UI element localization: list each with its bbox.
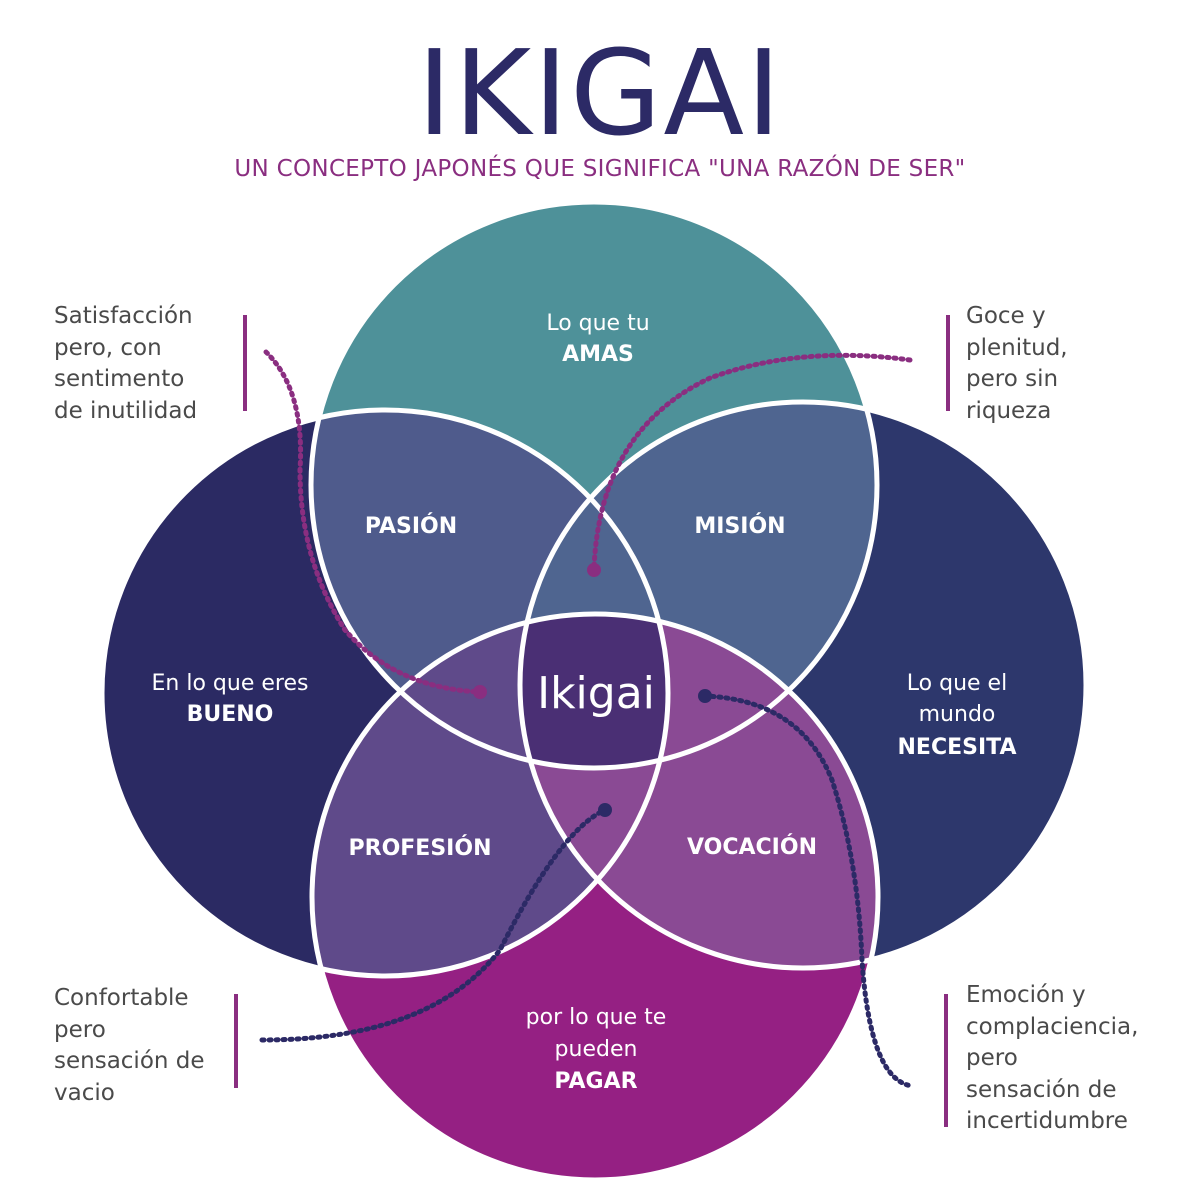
label-world-line3: NECESITA bbox=[898, 735, 1017, 760]
label-paid-line2: pueden bbox=[555, 1037, 638, 1062]
page-title: IKIGAI bbox=[417, 24, 783, 162]
note-line: de inutilidad bbox=[54, 397, 198, 424]
note-bar bbox=[944, 994, 948, 1127]
note-line: pero bbox=[54, 1016, 106, 1043]
circle-outlines bbox=[99, 199, 1089, 1183]
note-line: Confortable bbox=[54, 985, 189, 1011]
note-bar bbox=[234, 994, 238, 1088]
note-bar bbox=[946, 315, 950, 411]
note-bottom-right: Emoción y complaciencia, pero sensación … bbox=[966, 980, 1138, 1138]
label-mision: MISIÓN bbox=[694, 513, 785, 539]
label-world-line2: mundo bbox=[919, 702, 996, 727]
label-paid-line1: por lo que te bbox=[526, 1005, 667, 1030]
note-line: vacio bbox=[54, 1079, 115, 1106]
label-love-line2: AMAS bbox=[562, 342, 634, 367]
label-love-line1: Lo que tu bbox=[546, 311, 649, 336]
note-bottom-left: Confortable pero sensación de vacio bbox=[54, 983, 205, 1109]
note-line: plenitud, bbox=[966, 334, 1068, 361]
label-world-line1: Lo que el bbox=[907, 671, 1007, 696]
connector-dot bbox=[698, 689, 712, 703]
label-good-line2: BUENO bbox=[187, 702, 274, 727]
note-line: Satisfacción bbox=[54, 303, 193, 329]
connectors bbox=[259, 349, 915, 1089]
label-good-line1: En lo que eres bbox=[152, 671, 309, 696]
note-top-left: Satisfacción pero, con sentimento de inu… bbox=[54, 301, 197, 427]
note-line: pero sin bbox=[966, 366, 1059, 392]
note-line: riqueza bbox=[966, 397, 1052, 424]
note-line: pero, con bbox=[54, 334, 162, 361]
label-ikigai-center: Ikigai bbox=[537, 668, 655, 719]
label-vocacion: VOCACIÓN bbox=[687, 834, 817, 860]
label-paid-line3: PAGAR bbox=[554, 1069, 637, 1094]
note-line: sensación de bbox=[54, 1048, 205, 1074]
label-profesion: PROFESIÓN bbox=[349, 835, 492, 861]
connector-top-left bbox=[263, 349, 483, 695]
connector-top-right bbox=[591, 352, 913, 571]
connector-dot bbox=[587, 563, 601, 577]
note-line: complaciencia, bbox=[966, 1013, 1139, 1040]
note-bar bbox=[243, 315, 247, 411]
note-line: sensación de bbox=[966, 1076, 1117, 1103]
connector-dot bbox=[598, 803, 612, 817]
page-subtitle: UN CONCEPTO JAPONÉS QUE SIGNIFICA "UNA R… bbox=[234, 156, 966, 182]
note-line: sentimento bbox=[54, 366, 185, 392]
connector-bottom-right bbox=[702, 693, 915, 1089]
note-line: Emoción y bbox=[966, 982, 1086, 1008]
connector-bottom-left bbox=[259, 807, 608, 1043]
label-pasion: PASIÓN bbox=[365, 513, 457, 539]
note-line: Goce y bbox=[966, 303, 1046, 329]
note-line: pero bbox=[966, 1045, 1018, 1071]
note-line: incertidumbre bbox=[966, 1108, 1128, 1134]
note-top-right: Goce y plenitud, pero sin riqueza bbox=[966, 301, 1068, 427]
connector-dot bbox=[473, 685, 487, 699]
